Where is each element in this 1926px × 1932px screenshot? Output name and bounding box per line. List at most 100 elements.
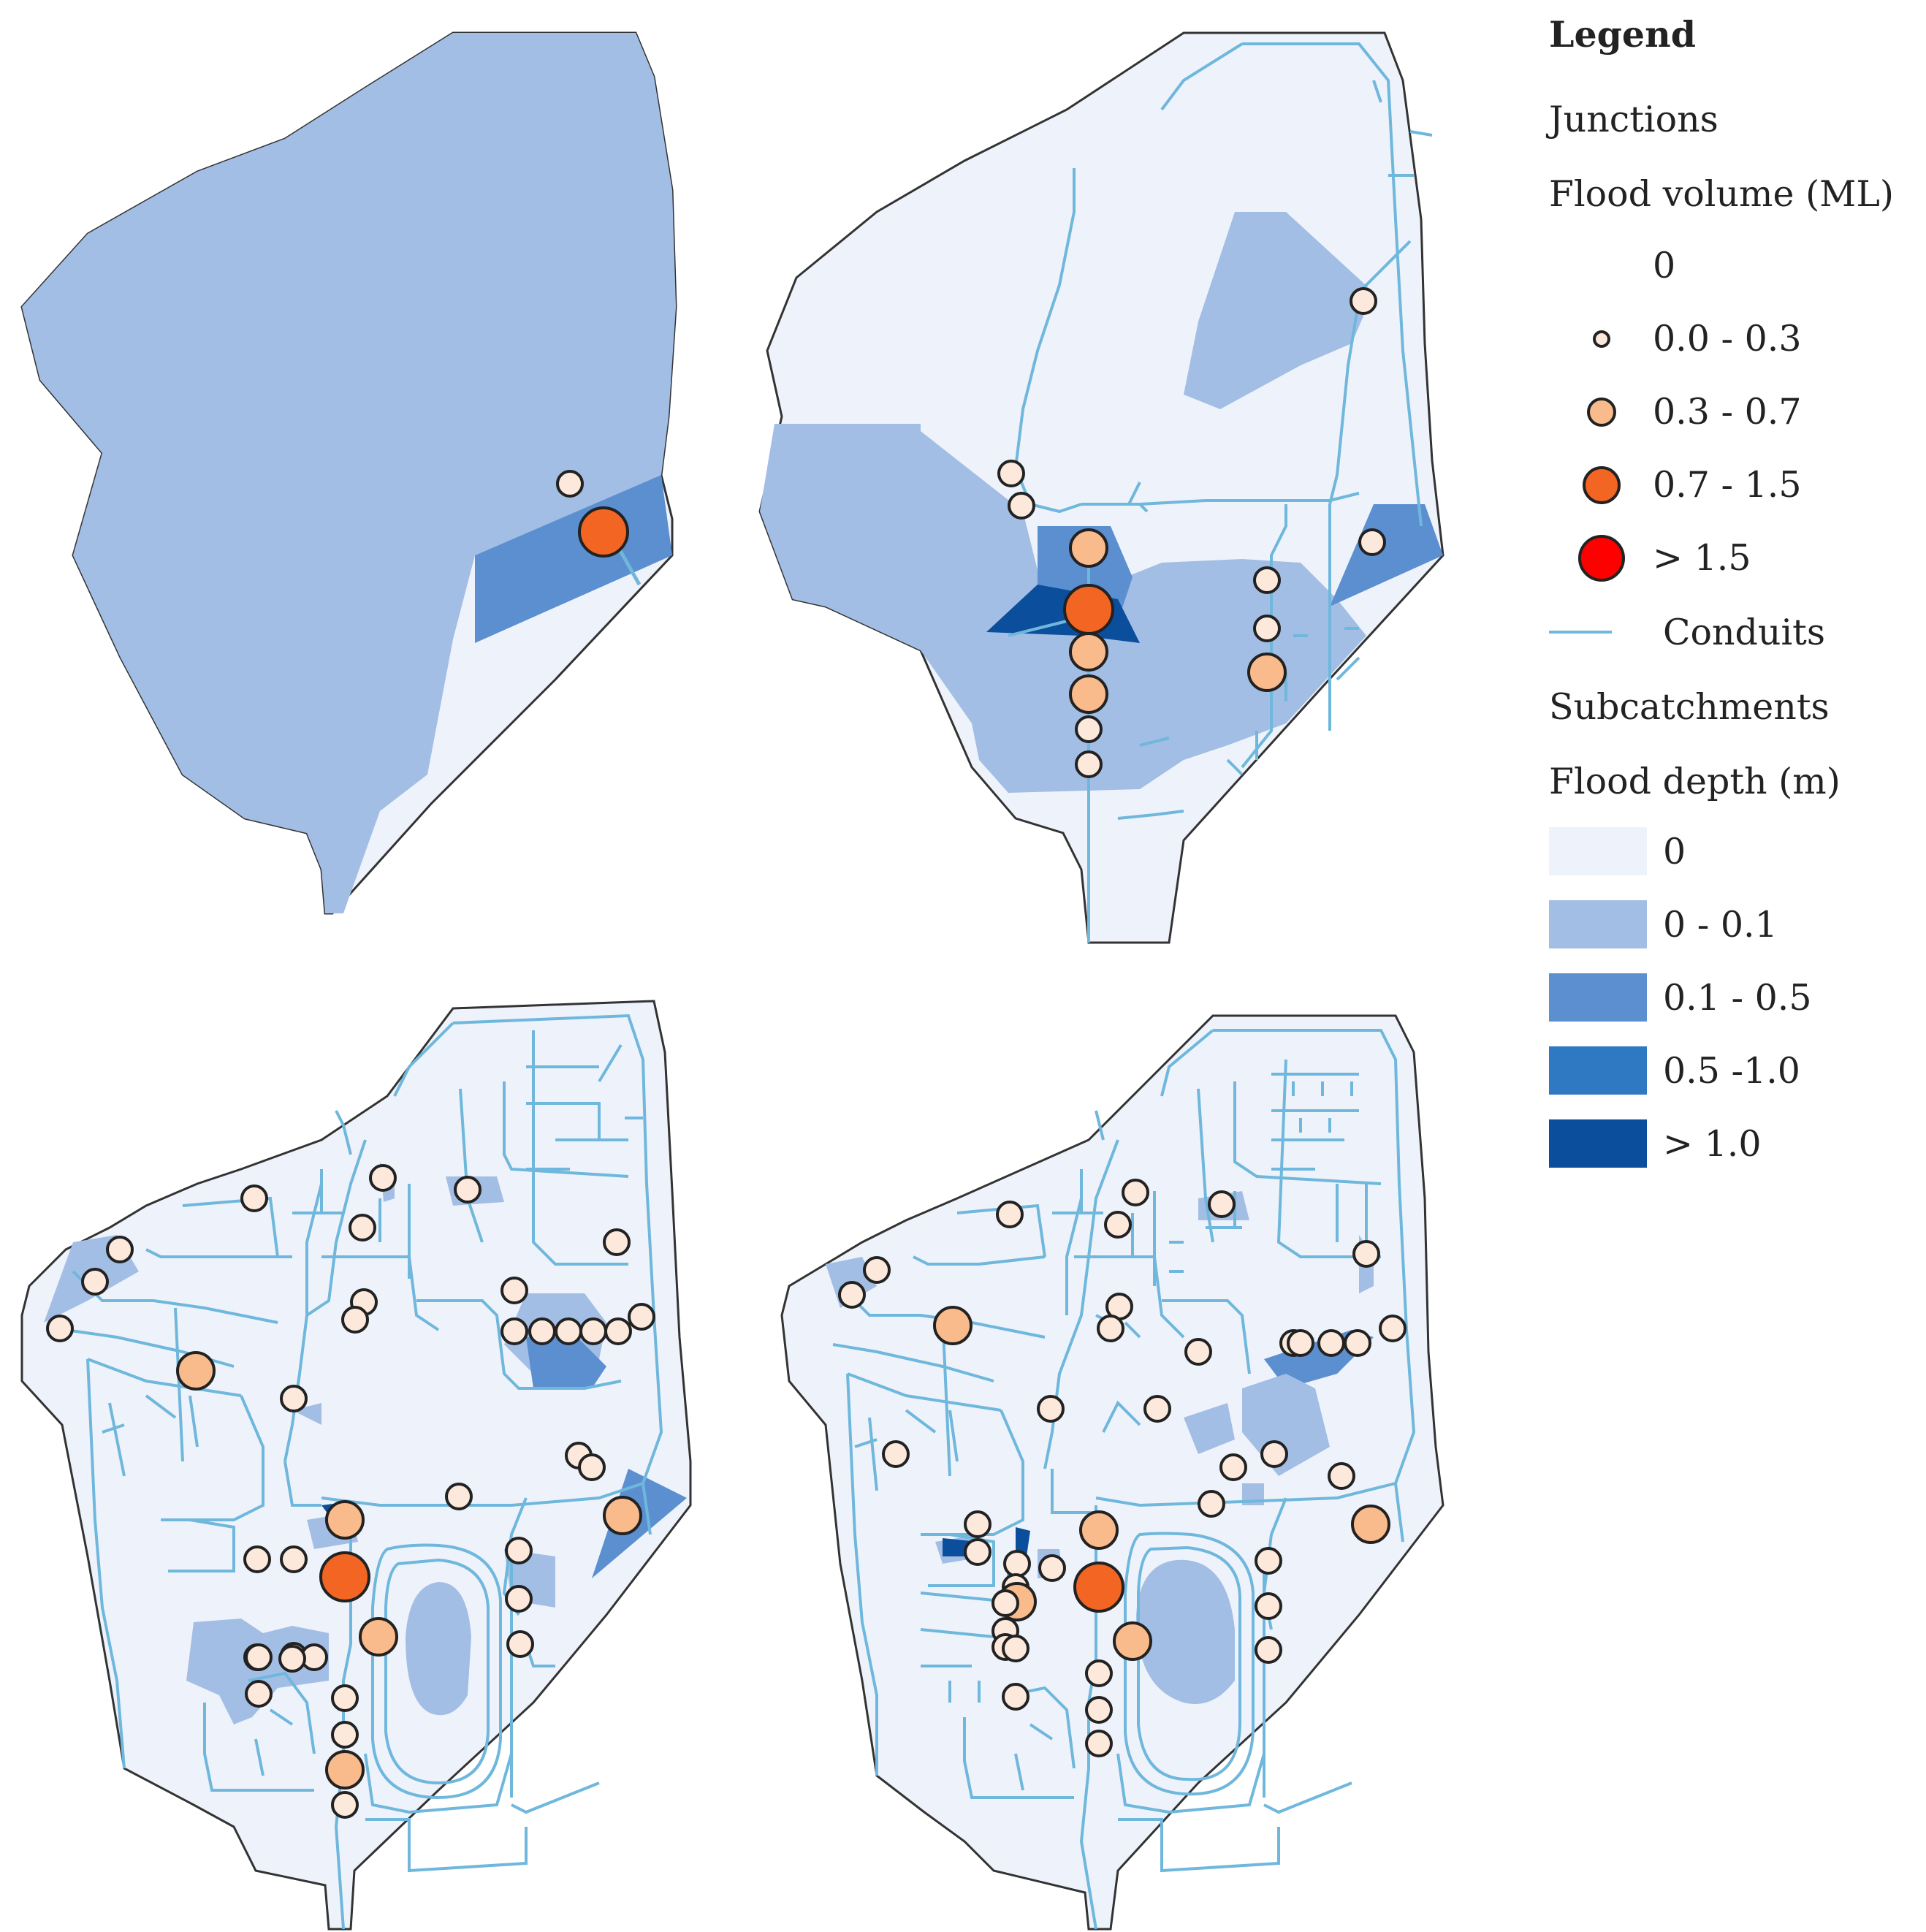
depth-symbol: [1549, 1118, 1662, 1169]
junction-marker: [500, 1317, 528, 1345]
junction-marker: [1198, 1490, 1225, 1518]
legend-conduits: Conduits: [1549, 606, 1825, 658]
legend-depth-class-3: 0.5 -1.0: [1549, 1045, 1800, 1096]
junction-marker: [1003, 1550, 1031, 1578]
depth-zone-mid: [1330, 504, 1443, 606]
legend-depth-class-0: 0: [1549, 826, 1686, 877]
volume-label: 0.3 - 0.7: [1653, 390, 1802, 433]
junction-marker: [369, 1164, 397, 1192]
junction-marker: [1097, 1315, 1124, 1342]
junction-marker: [1344, 1329, 1371, 1357]
junction-marker: [454, 1176, 482, 1203]
junction-marker: [964, 1510, 991, 1538]
junction-marker-icon: [1578, 535, 1625, 582]
junction-marker: [506, 1630, 534, 1658]
junction-marker: [1085, 1730, 1113, 1757]
junction-marker: [359, 1617, 398, 1657]
junction-marker: [1063, 584, 1114, 635]
junction-marker-icon: [1587, 398, 1616, 427]
junction-marker: [505, 1537, 533, 1564]
junction-marker: [1253, 566, 1281, 594]
junction-marker: [1069, 674, 1108, 714]
legend-flood-depth-heading: Flood depth (m): [1549, 760, 1841, 802]
junction-marker: [505, 1585, 533, 1613]
junction-marker: [1247, 653, 1287, 692]
junction-marker: [1075, 715, 1103, 743]
conduit-line-icon: [1549, 631, 1612, 634]
legend-volume-class-3: 0.7 - 1.5: [1549, 459, 1802, 510]
junction-marker: [1104, 1211, 1132, 1239]
depth-label: 0.5 -1.0: [1663, 1049, 1800, 1092]
junction-marker: [1379, 1315, 1407, 1342]
junction-marker-icon: [1593, 330, 1610, 348]
junction-marker: [1208, 1190, 1236, 1218]
depth-zone-low: [1184, 212, 1374, 409]
junction-marker: [331, 1684, 359, 1712]
legend-volume-class-1: 0.0 - 0.3: [1549, 313, 1802, 364]
junction-marker: [341, 1306, 369, 1334]
volume-label: 0: [1653, 244, 1676, 286]
junction-marker: [933, 1306, 972, 1345]
junction-marker: [604, 1317, 632, 1345]
junction-marker: [325, 1750, 365, 1790]
junction-marker: [445, 1483, 473, 1510]
junction-marker: [603, 1228, 631, 1256]
depth-swatch-icon: [1549, 900, 1647, 948]
junction-marker: [555, 1317, 582, 1345]
junction-marker-icon: [1583, 466, 1621, 504]
junction-marker: [1122, 1179, 1149, 1206]
junction-marker: [1075, 750, 1103, 778]
junction-marker: [1219, 1453, 1247, 1481]
junction-marker: [500, 1277, 528, 1304]
junction-marker: [1079, 1510, 1119, 1550]
conduit-symbol: [1549, 606, 1662, 658]
volume-label: 0.7 - 1.5: [1653, 463, 1802, 506]
junction-marker: [1287, 1329, 1314, 1357]
junction-marker: [1255, 1592, 1282, 1620]
legend-volume-class-2: 0.3 - 0.7: [1549, 386, 1802, 437]
junction-marker: [240, 1184, 268, 1212]
junction-marker: [331, 1791, 359, 1819]
junction-marker: [1085, 1659, 1113, 1687]
junction-marker: [556, 470, 584, 498]
map-panel-4: [780, 1014, 1444, 1931]
junction-marker: [1069, 632, 1108, 672]
legend-subcatchments-heading: Subcatchments: [1549, 685, 1830, 728]
depth-symbol: [1549, 1045, 1662, 1096]
junction-marker: [325, 1500, 365, 1540]
depth-symbol: [1549, 972, 1662, 1023]
depth-label: 0.1 - 0.5: [1663, 976, 1812, 1019]
junction-marker: [1358, 528, 1386, 556]
junction-marker: [1253, 615, 1281, 642]
junction-marker: [1351, 1505, 1390, 1544]
junction-marker: [1352, 1240, 1380, 1268]
legend-junctions-heading: Junctions: [1549, 98, 1718, 140]
junction-marker: [46, 1315, 74, 1342]
junction-marker: [1113, 1621, 1152, 1661]
map-panel-2: [758, 31, 1444, 944]
depth-swatch-icon: [1549, 973, 1647, 1022]
volume-symbol: [1549, 386, 1651, 437]
volume-label: 0.0 - 0.3: [1653, 317, 1802, 360]
junction-marker: [1008, 492, 1035, 520]
junction-marker: [964, 1538, 991, 1566]
legend-depth-class-2: 0.1 - 0.5: [1549, 972, 1812, 1023]
depth-zone-low: [1136, 1559, 1235, 1704]
junction-marker: [991, 1589, 1019, 1617]
junction-marker: [245, 1680, 273, 1708]
depth-swatch-icon: [1549, 827, 1647, 875]
junction-marker: [106, 1236, 134, 1263]
junction-marker: [280, 1545, 308, 1573]
depth-swatch-icon: [1549, 1046, 1647, 1095]
junction-marker: [1255, 1547, 1282, 1575]
legend-depth-class-1: 0 - 0.1: [1549, 899, 1778, 950]
map-panel-3: [20, 1000, 692, 1931]
junction-marker: [280, 1385, 308, 1412]
junction-marker: [838, 1281, 866, 1309]
depth-symbol: [1549, 899, 1662, 950]
volume-symbol: [1549, 240, 1651, 291]
junction-marker: [1350, 287, 1377, 315]
depth-label: > 1.0: [1663, 1122, 1762, 1165]
junction-marker: [1002, 1683, 1029, 1711]
